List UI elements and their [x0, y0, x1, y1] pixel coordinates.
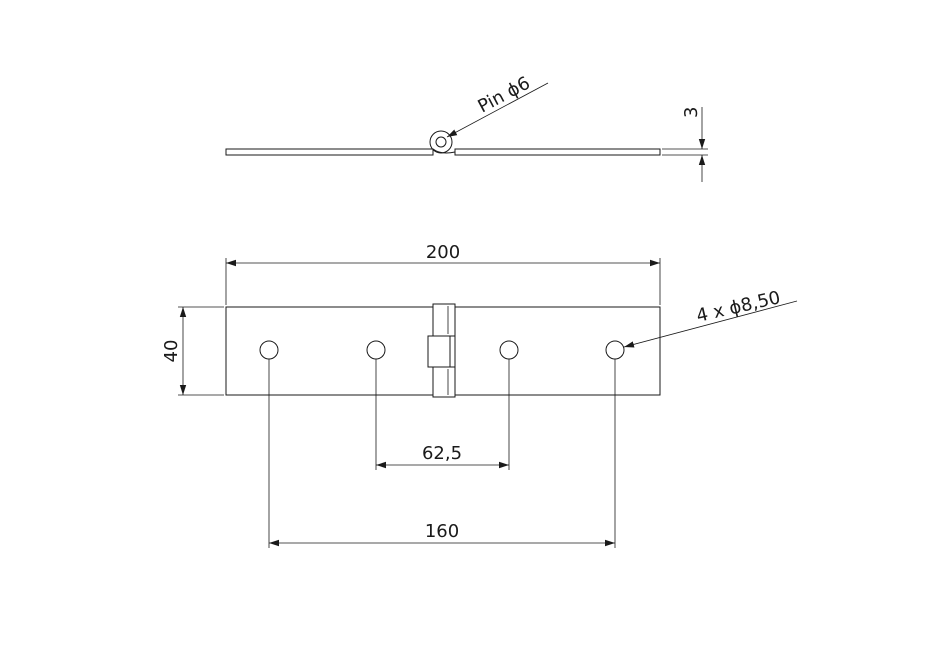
pin-circle [435, 136, 447, 148]
pin-callout: Pin ϕ6 [446, 73, 549, 138]
holes-leader-line [623, 300, 798, 348]
front-view: 200 40 4 x ϕ8,50 62,5 160 [161, 242, 798, 548]
knuckle-bottom [432, 366, 456, 398]
thickness-dimension: 3 [662, 107, 708, 182]
length-value: 200 [426, 242, 460, 263]
hinge-knuckles [427, 303, 456, 398]
front-leaf-right [454, 306, 661, 396]
height-dimension: 40 [161, 306, 224, 396]
thickness-value: 3 [681, 107, 702, 118]
pin-leader-line [446, 82, 549, 138]
knuckle-middle [427, 335, 451, 368]
side-leaf-left [225, 148, 434, 156]
inner-spacing-dimension: 62,5 [375, 359, 510, 470]
length-dimension: 200 [225, 242, 661, 305]
pin-label: Pin ϕ6 [474, 73, 533, 118]
front-leaf-left [225, 306, 434, 396]
outer-spacing-dimension: 160 [268, 359, 616, 548]
inner-spacing-value: 62,5 [422, 443, 462, 464]
side-view: Pin ϕ6 3 [225, 73, 708, 182]
holes-label: 4 x ϕ8,50 [694, 287, 782, 327]
knuckle-outer-circle [429, 130, 453, 154]
outer-spacing-value: 160 [425, 521, 459, 542]
height-value: 40 [161, 340, 182, 363]
side-leaf-right [454, 148, 661, 156]
knuckle-top [432, 303, 456, 337]
